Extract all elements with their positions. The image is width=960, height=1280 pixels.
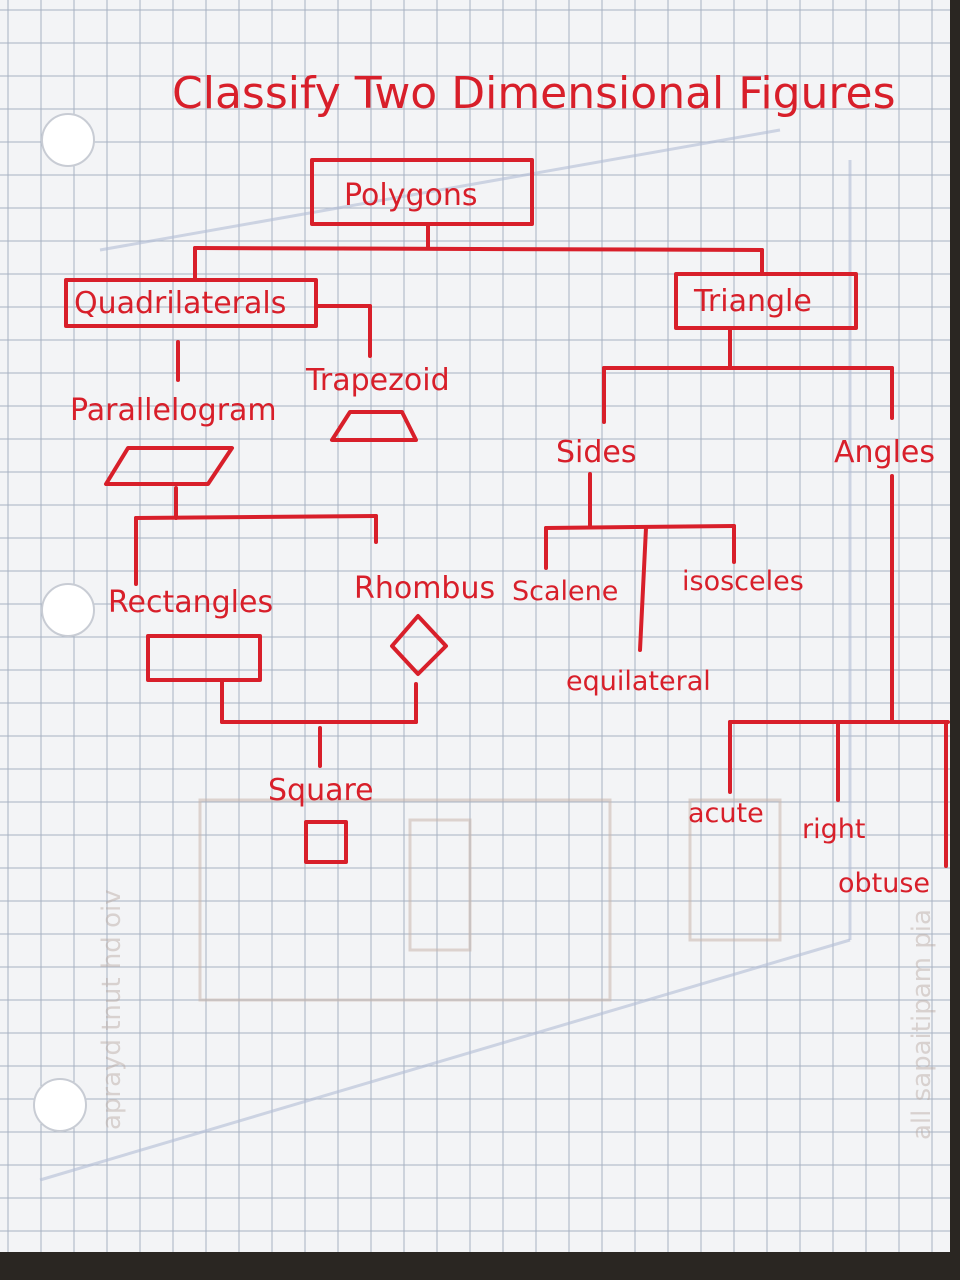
node-rhombus: Rhombus <box>354 571 495 606</box>
bleed-through-marks: aprayd tnut hd oiv all sapaitipam pia <box>39 128 937 1182</box>
tree-labels: Polygons Quadrilaterals Trapezoid Parall… <box>70 178 935 899</box>
square-shape <box>304 820 348 864</box>
node-isosceles: isosceles <box>682 566 804 597</box>
node-acute: acute <box>688 798 764 829</box>
node-quadrilaterals: Quadrilaterals <box>74 286 286 321</box>
node-trapezoid: Trapezoid <box>305 363 450 398</box>
node-equilateral: equilateral <box>566 666 711 697</box>
tree-connectors <box>64 158 950 868</box>
paper-sheet <box>0 0 950 1252</box>
node-square: Square <box>268 773 374 808</box>
node-polygons: Polygons <box>344 178 478 213</box>
node-parallelogram: Parallelogram <box>70 393 277 428</box>
rhombus-shape <box>390 614 448 676</box>
triangle-box <box>674 272 858 330</box>
trapezoid-shape <box>330 410 418 442</box>
node-sides: Sides <box>556 435 637 470</box>
svg-text:all sapaitipam pia: all sapaitipam pia <box>907 909 937 1140</box>
graph-grid <box>0 0 950 1252</box>
node-obtuse: obtuse <box>838 868 930 899</box>
node-angles: Angles <box>834 435 935 470</box>
node-triangle: Triangle <box>693 284 812 319</box>
polygons-box <box>310 158 534 226</box>
node-scalene: Scalene <box>512 576 618 607</box>
binder-hole-middle <box>41 583 95 637</box>
page-title: Classify Two Dimensional Figures <box>172 68 896 119</box>
node-right: right <box>802 814 865 845</box>
quadrilaterals-box <box>64 278 318 328</box>
rectangle-shape <box>146 634 262 682</box>
svg-text:aprayd tnut hd oiv: aprayd tnut hd oiv <box>97 889 127 1130</box>
parallelogram-shape <box>104 446 234 486</box>
node-rectangles: Rectangles <box>108 585 273 620</box>
binder-hole-bottom <box>33 1078 87 1132</box>
binder-hole-top <box>41 113 95 167</box>
